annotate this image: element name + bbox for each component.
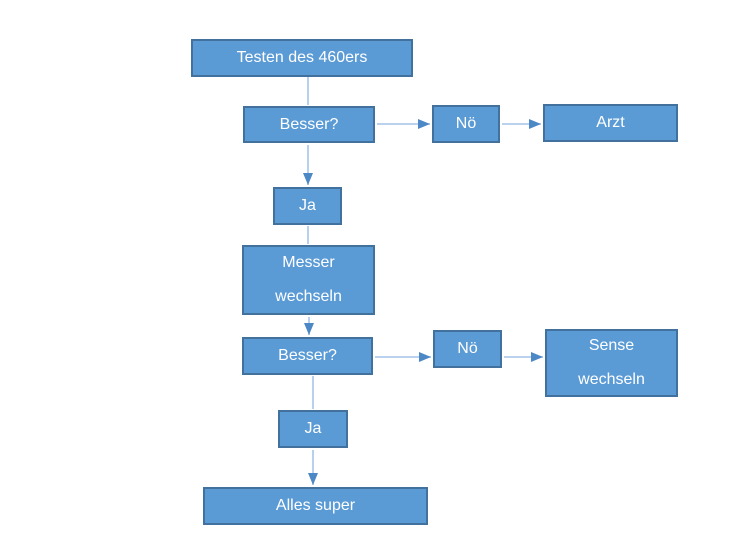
node-ja-2: Ja	[278, 410, 348, 448]
node-sense-wechseln: Sense wechseln	[545, 329, 678, 397]
node-besser-2: Besser?	[242, 337, 373, 375]
node-ja-1: Ja	[273, 187, 342, 225]
node-arzt: Arzt	[543, 104, 678, 142]
node-messer-wechseln: Messer wechseln	[242, 245, 375, 315]
node-noe-1: Nö	[432, 105, 500, 143]
node-besser-1: Besser?	[243, 106, 375, 143]
node-noe-2: Nö	[433, 330, 502, 368]
node-testen-des-460ers: Testen des 460ers	[191, 39, 413, 77]
node-alles-super: Alles super	[203, 487, 428, 525]
